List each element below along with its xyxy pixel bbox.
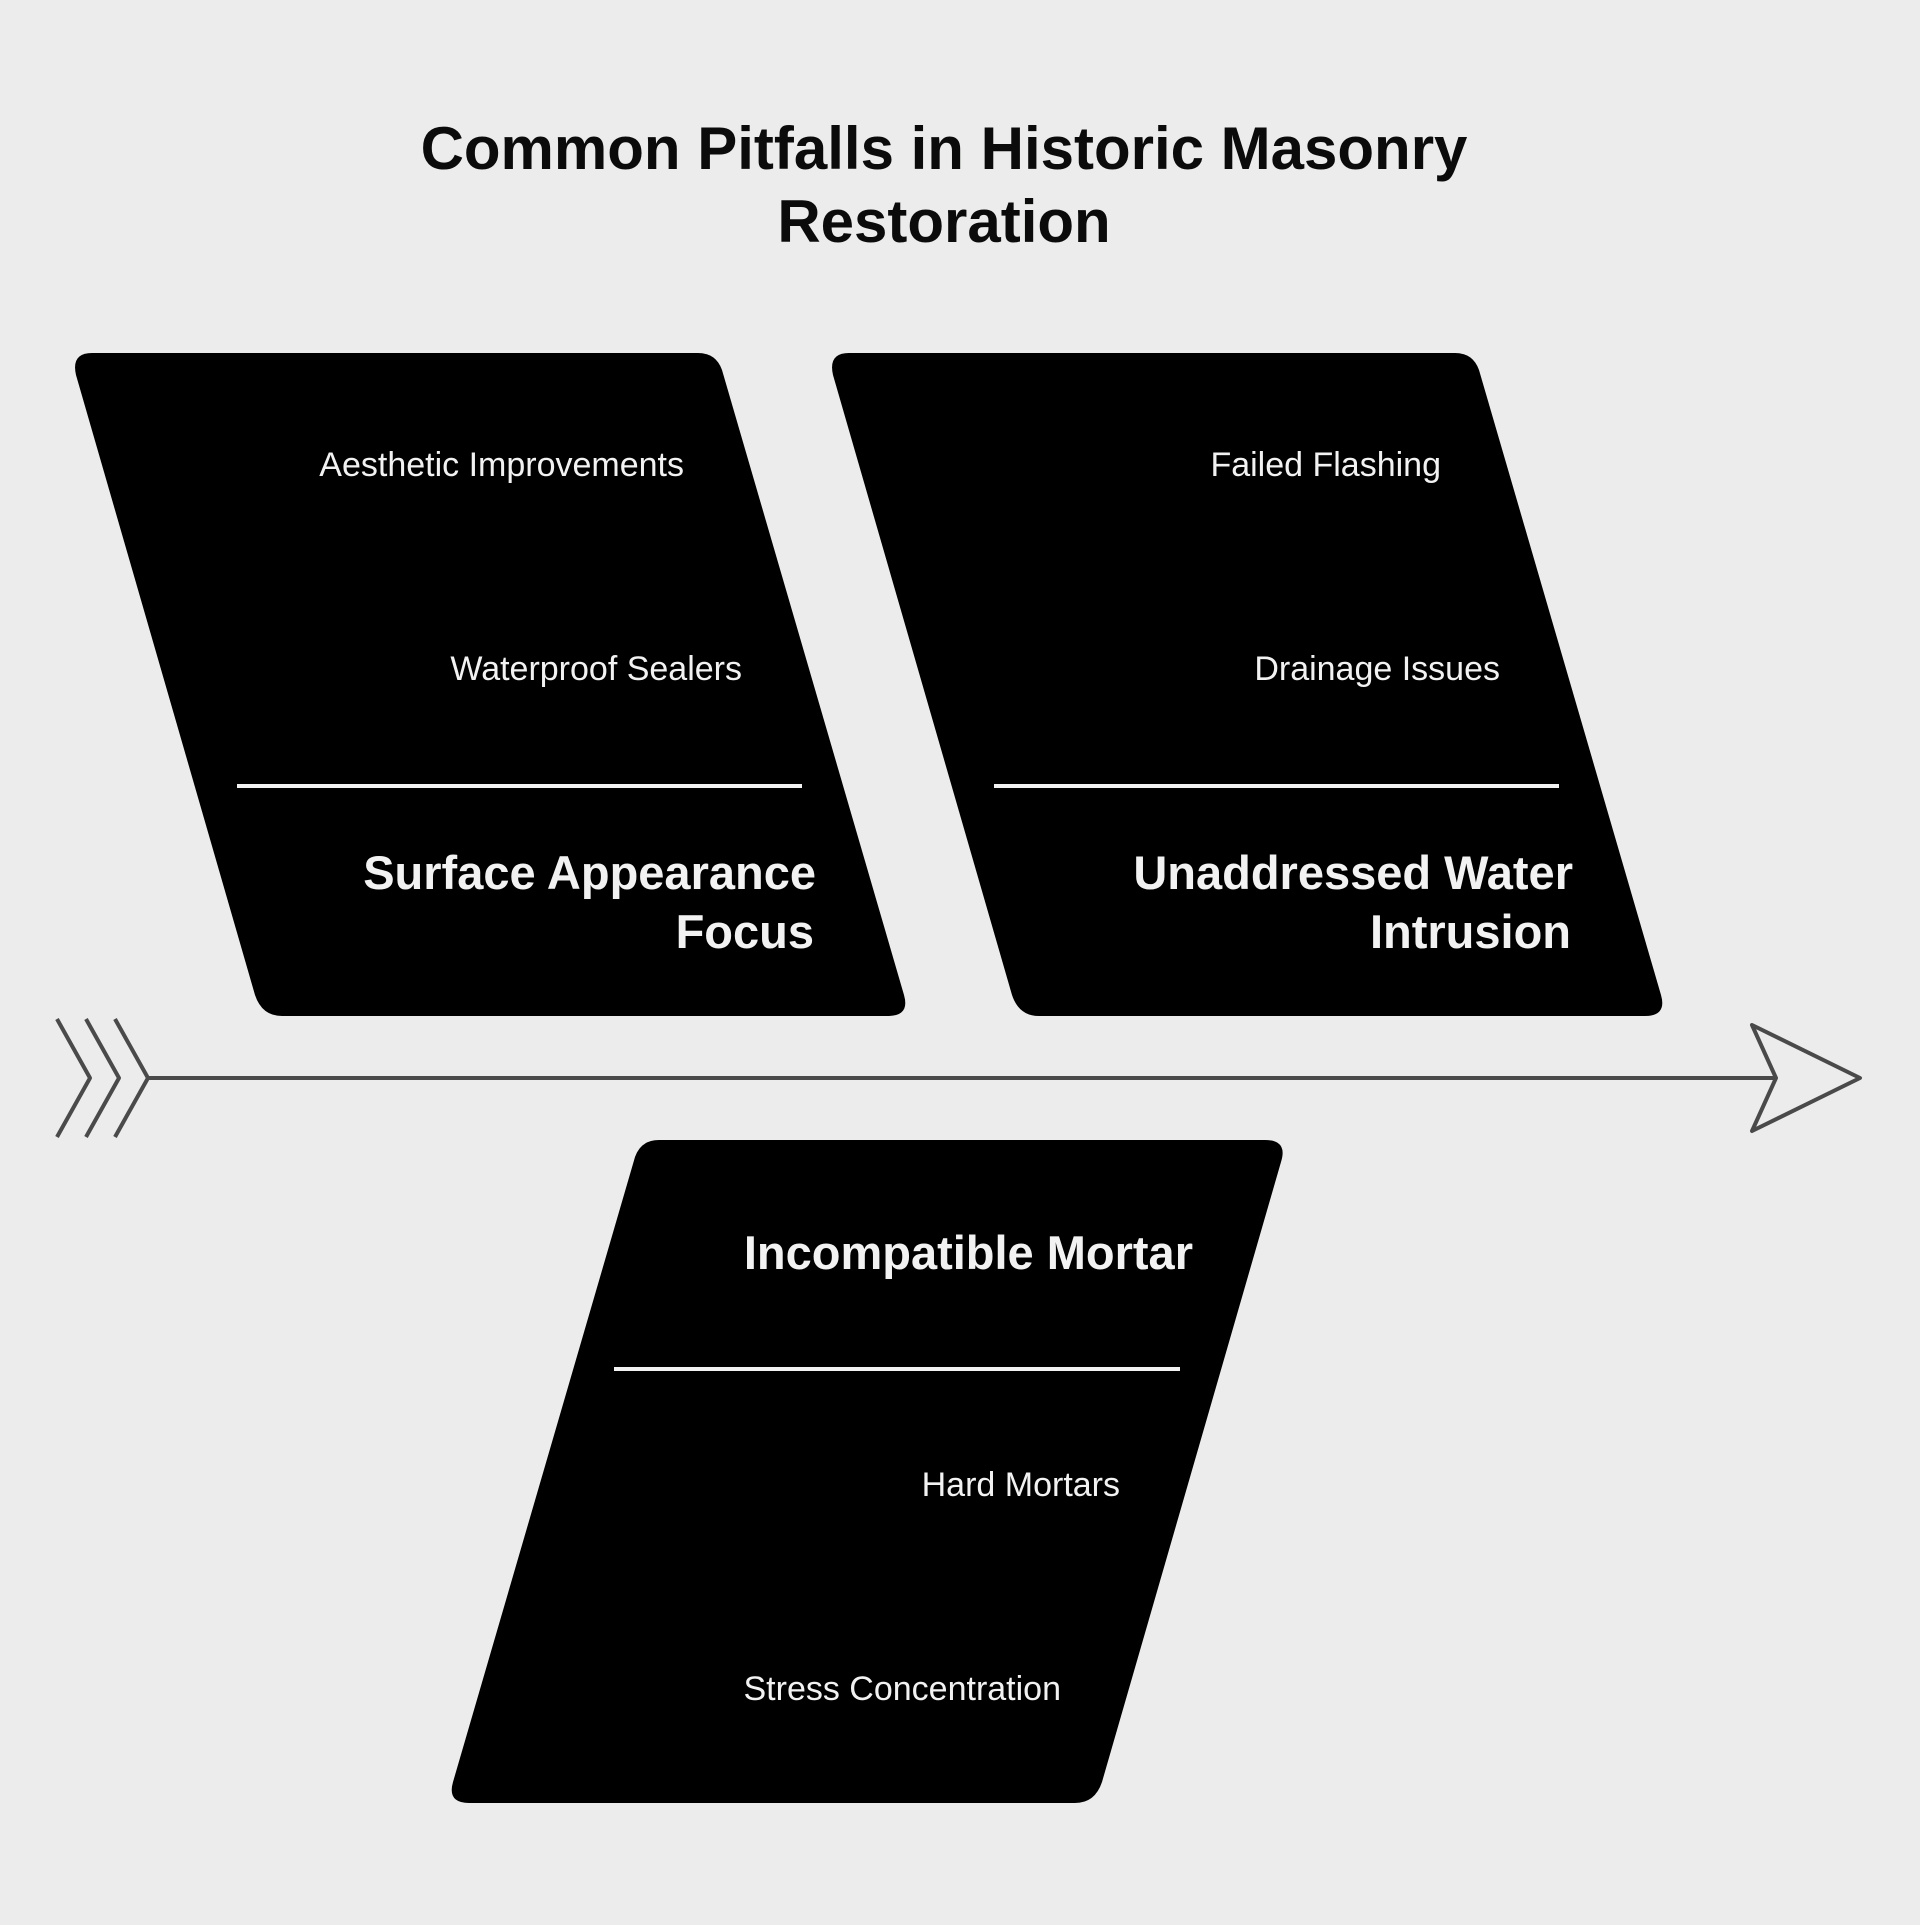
- arrowhead-icon: [1750, 1023, 1862, 1133]
- diagram-title-line-2: Restoration: [777, 188, 1111, 255]
- category-box-shape: [832, 353, 1663, 1016]
- category-label-line-1: Incompatible Mortar: [744, 1226, 1193, 1279]
- category-box-incompatible-mortar: Incompatible Mortar Hard Mortars Stress …: [451, 1140, 1283, 1803]
- category-label-line-1: Surface Appearance: [363, 846, 816, 899]
- cause-label: Hard Mortars: [922, 1466, 1120, 1504]
- category-label-line-2: Intrusion: [1370, 905, 1571, 958]
- category-box-surface-appearance-focus: Aesthetic Improvements Waterproof Sealer…: [75, 353, 906, 1016]
- diagram-title: Common Pitfalls in Historic Masonry Rest…: [0, 112, 1888, 258]
- cause-label: Drainage Issues: [1254, 650, 1500, 688]
- category-label-line-1: Unaddressed Water: [1133, 846, 1573, 899]
- category-box-shape: [75, 353, 906, 1016]
- cause-label: Stress Concentration: [744, 1670, 1062, 1708]
- cause-label: Failed Flashing: [1210, 446, 1441, 484]
- cause-label: Aesthetic Improvements: [319, 446, 684, 484]
- diagram-title-line-1: Common Pitfalls in Historic Masonry: [420, 115, 1468, 182]
- cause-label: Waterproof Sealers: [450, 650, 742, 688]
- category-box-unaddressed-water-intrusion: Failed Flashing Drainage Issues Unaddres…: [832, 353, 1663, 1016]
- category-label-line-2: Focus: [676, 905, 814, 958]
- triple-chevron-icon: [55, 1018, 150, 1138]
- category-box-shape: [451, 1140, 1283, 1803]
- spine: [55, 1018, 1862, 1138]
